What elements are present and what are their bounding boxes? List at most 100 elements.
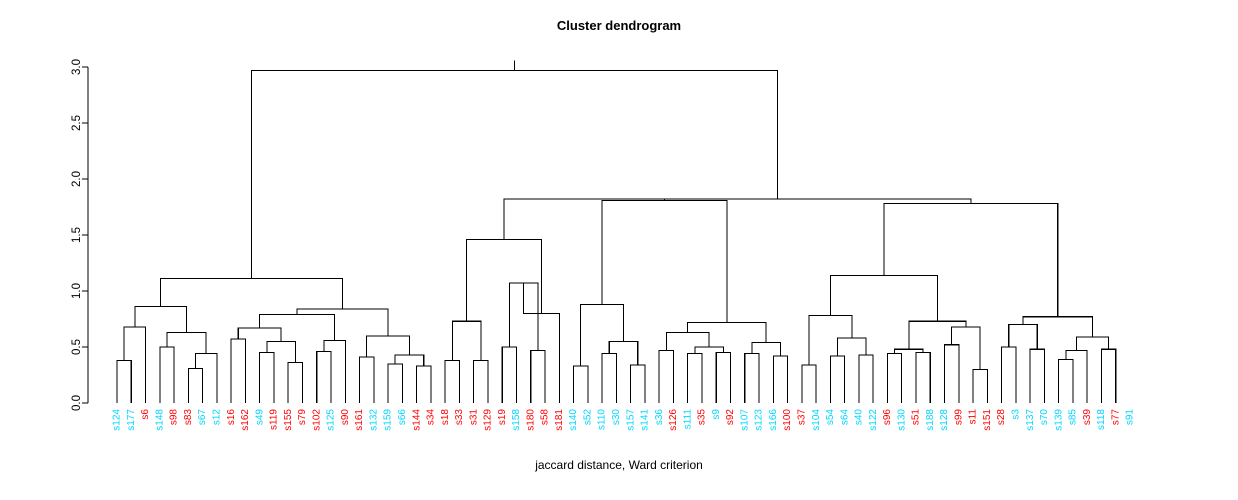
leaf-label-s180: s180: [525, 409, 536, 431]
dendrogram-branch: [416, 365, 432, 403]
leaf-label-s12: s12: [212, 409, 223, 426]
leaf-label-s79: s79: [297, 409, 308, 426]
dendrogram-branch: [259, 352, 275, 403]
dendrogram-branch: [829, 274, 938, 322]
leaf-label-s151: s151: [982, 409, 993, 431]
leaf-label-s40: s40: [854, 409, 865, 426]
leaf-label-s137: s137: [1025, 409, 1036, 431]
leaf-label-s107: s107: [739, 409, 750, 431]
dendrogram-branch: [266, 340, 296, 363]
leaf-label-s66: s66: [397, 409, 408, 426]
page-title: Cluster dendrogram: [556, 18, 682, 33]
leaf-label-s37: s37: [796, 409, 807, 426]
leaf-label-s91: s91: [1125, 409, 1136, 426]
dendrogram-branch: [608, 340, 639, 365]
dendrogram-branch: [801, 364, 817, 403]
dendrogram-branch: [601, 353, 617, 403]
leaf-label-s83: s83: [183, 409, 194, 426]
leaf-label-s64: s64: [839, 409, 850, 426]
dendrogram-branch: [466, 238, 542, 322]
dendrogram-branch: [451, 320, 482, 361]
dendrogram-branch: [665, 331, 710, 351]
y-axis-tick-label: 0.0: [71, 395, 83, 411]
dendrogram-branch: [230, 338, 246, 403]
dendrogram-branch: [366, 335, 411, 358]
y-axis-tick-label: 3.0: [71, 59, 83, 75]
dendrogram-branch: [573, 365, 589, 403]
leaf-label-s30: s30: [611, 409, 622, 426]
leaf-label-s132: s132: [368, 409, 379, 431]
dendrogram-branch: [296, 308, 389, 336]
leaf-label-s58: s58: [540, 409, 551, 426]
dendrogram-branch: [886, 353, 903, 403]
dendrogram-branch: [1029, 348, 1045, 403]
dendrogram-branch: [1008, 324, 1038, 350]
dendrogram-branch: [387, 363, 403, 403]
dendrogram-branch: [530, 349, 546, 403]
dendrogram-branch: [444, 359, 460, 403]
dendrogram-branch: [159, 346, 175, 403]
leaf-label-s16: s16: [226, 409, 237, 426]
y-axis-tick-label: 1.0: [71, 283, 83, 299]
dendrogram-branch: [287, 362, 304, 403]
dendrogram-branch: [160, 278, 344, 309]
leaf-label-s126: s126: [668, 409, 679, 431]
leaf-label-s118: s118: [1096, 409, 1107, 430]
dendrogram-branch: [836, 337, 867, 356]
leaf-label-s166: s166: [768, 409, 779, 431]
leaf-label-s177: s177: [126, 409, 137, 431]
dendrogram-branch: [883, 203, 1059, 317]
leaf-label-s36: s36: [654, 409, 665, 426]
leaf-label-s77: s77: [1110, 409, 1121, 426]
y-axis-tick-label: 2.0: [71, 171, 83, 187]
leaf-label-s119: s119: [269, 409, 280, 430]
dendrogram-branch: [584, 198, 972, 204]
leaf-label-s9: s9: [711, 409, 722, 420]
leaf-label-s130: s130: [896, 409, 907, 431]
dendrogram-branch: [359, 356, 375, 403]
leaf-label-s155: s155: [283, 409, 294, 431]
dendrogram-branch: [858, 354, 874, 403]
leaf-label-s98: s98: [169, 409, 180, 426]
dendrogram-branch: [194, 353, 218, 403]
leaf-label-s161: s161: [354, 409, 365, 431]
leaf-label-s148: s148: [154, 409, 165, 431]
dendrogram-branch: [316, 350, 332, 403]
leaf-label-s139: s139: [1053, 409, 1064, 431]
leaf-label-s39: s39: [1082, 409, 1093, 426]
dendrogram-branch: [251, 69, 779, 279]
dendrogram-branch: [1058, 358, 1074, 403]
leaf-label-s188: s188: [925, 409, 936, 431]
x-axis-label: jaccard distance, Ward criterion: [535, 458, 703, 472]
dendrogram-branch: [166, 331, 207, 354]
leaf-label-s67: s67: [197, 409, 208, 426]
dendrogram-branch: [473, 359, 489, 403]
leaf-label-s6: s6: [140, 409, 151, 420]
leaf-label-s111: s111: [682, 409, 693, 430]
dendrogram-branch: [915, 352, 931, 403]
dendrogram-branch: [134, 306, 188, 333]
dendrogram-branch: [1100, 348, 1117, 403]
dendrogram-branch: [772, 355, 789, 403]
dendrogram-branch: [116, 359, 132, 403]
leaf-label-s11: s11: [968, 409, 979, 425]
leaf-label-s140: s140: [568, 409, 579, 431]
dendrogram-branch: [187, 367, 204, 403]
leaf-label-s144: s144: [411, 409, 422, 431]
dendrogram-branch: [658, 349, 674, 403]
leaf-label-s129: s129: [483, 409, 494, 431]
y-axis-tick-label: 0.5: [71, 339, 83, 355]
leaf-label-s102: s102: [311, 409, 322, 431]
leaf-label-s54: s54: [825, 409, 836, 426]
leaf-label-s104: s104: [811, 409, 822, 431]
y-axis-tick-label: 2.5: [71, 115, 83, 131]
leaf-label-s162: s162: [240, 409, 251, 431]
dendrogram-branch: [1001, 346, 1017, 403]
leaf-label-s158: s158: [511, 409, 522, 431]
dendrogram-branches: [116, 60, 1117, 403]
leaf-label-s96: s96: [882, 409, 893, 426]
dendrogram-branch: [1022, 316, 1094, 337]
leaf-label-s28: s28: [996, 409, 1007, 426]
